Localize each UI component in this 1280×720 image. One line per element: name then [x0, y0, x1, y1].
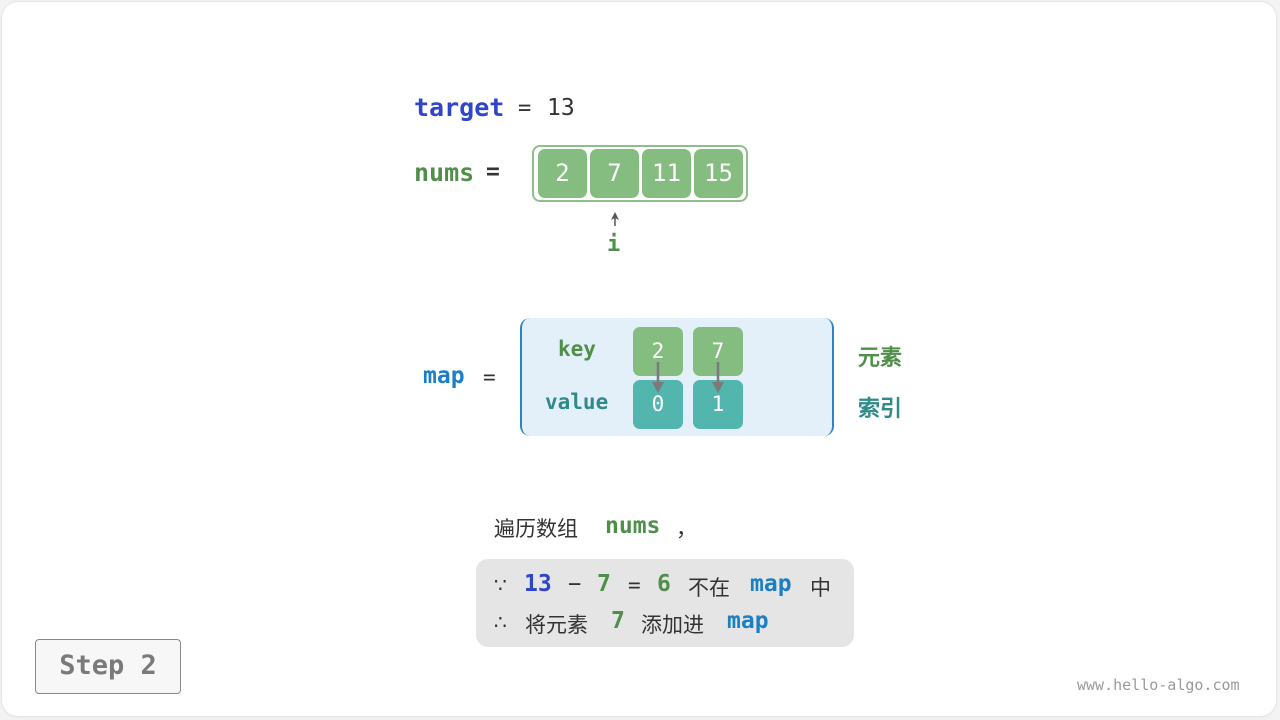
target-value: 13 — [547, 95, 575, 121]
map-value-label: value — [545, 390, 609, 414]
pointer-arrow-icon — [611, 212, 619, 226]
because-target: 13 — [524, 571, 552, 597]
traverse-comma: ， — [676, 517, 697, 541]
because-minus: − — [568, 572, 582, 597]
map-equals: = — [483, 365, 496, 389]
nums-cell-0: 2 — [538, 149, 587, 198]
therefore-add-text: 添加进 — [641, 613, 704, 637]
because-result: 6 — [657, 571, 671, 597]
key-to-value-arrow-icon — [712, 362, 724, 393]
because-not-in-text: 不在 — [688, 576, 730, 600]
map-label: map — [423, 363, 465, 389]
pointer-label: i — [607, 232, 621, 257]
map-key-caption: 元素 — [858, 346, 903, 371]
because-in-text: 中 — [810, 576, 831, 600]
nums-equals: = — [486, 159, 500, 185]
map-key-label: key — [558, 337, 596, 361]
because-num: 7 — [597, 571, 611, 597]
traverse-text: 遍历数组 — [494, 517, 578, 541]
therefore-map: map — [727, 608, 769, 634]
traverse-var: nums — [605, 513, 661, 539]
step-button[interactable]: Step 2 — [35, 639, 181, 694]
nums-label: nums — [414, 158, 475, 187]
because-map: map — [750, 571, 792, 597]
therefore-num: 7 — [611, 608, 625, 634]
key-to-value-arrow-icon — [652, 362, 664, 393]
nums-cell-1: 7 — [590, 149, 639, 198]
map-value-caption: 索引 — [858, 397, 903, 422]
target-label: target — [414, 93, 505, 122]
target-equals: = — [518, 96, 532, 121]
explanation-panel — [476, 559, 854, 647]
watermark: www.hello-algo.com — [1077, 676, 1240, 694]
therefore-symbol: ∴ — [494, 610, 507, 634]
nums-array-frame — [532, 145, 748, 202]
because-equals: = — [628, 573, 641, 597]
therefore-text: 将元素 — [525, 613, 588, 637]
nums-cell-3: 15 — [694, 149, 743, 198]
nums-cell-2: 11 — [642, 149, 691, 198]
because-symbol: ∵ — [494, 573, 507, 597]
